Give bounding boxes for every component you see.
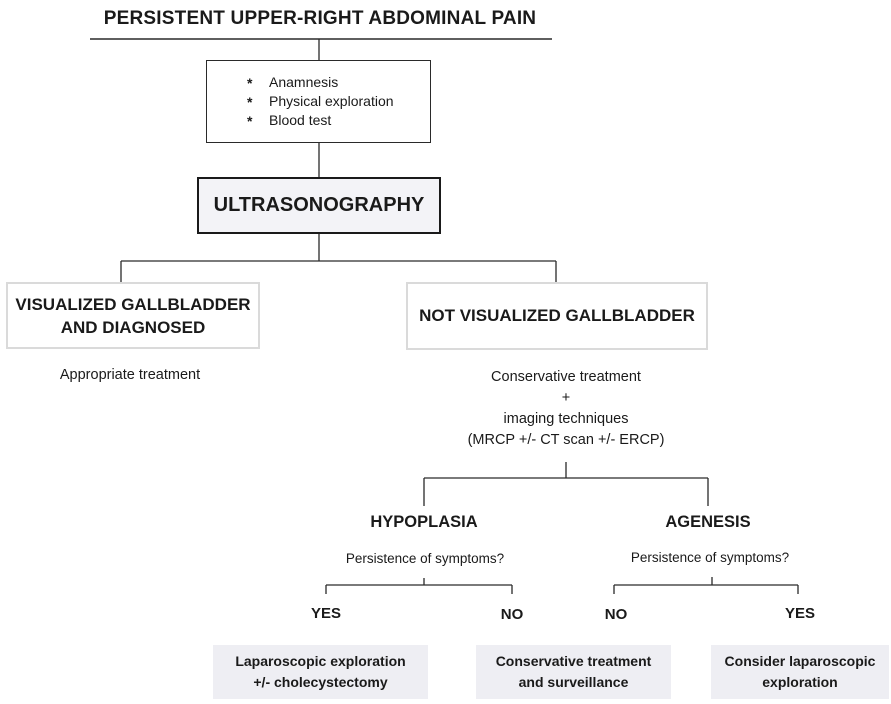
list-item: * Anamnesis: [247, 73, 430, 92]
not-visualized-gallbladder-box: NOT VISUALIZED GALLBLADDER: [406, 282, 708, 350]
outcome-line: Laparoscopic exploration: [235, 653, 406, 669]
item-blood-test: Blood test: [269, 112, 332, 128]
diagram-title: PERSISTENT UPPER-RIGHT ABDOMINAL PAIN: [103, 8, 537, 29]
visualized-gallbladder-box: VISUALIZED GALLBLADDER AND DIAGNOSED: [6, 282, 260, 349]
ultrasonography-box: ULTRASONOGRAPHY: [197, 177, 441, 234]
laparoscopic-cholecystectomy-box: Laparoscopic exploration +/- cholecystec…: [213, 645, 428, 699]
consider-laparoscopic-box: Consider laparoscopic exploration: [711, 645, 889, 699]
hypoplasia-yes-label: YES: [310, 605, 341, 622]
outcome-line: Consider laparoscopic: [724, 653, 876, 669]
agenesis-yes-label: YES: [784, 605, 815, 622]
hypoplasia-no-label: NO: [500, 606, 524, 623]
treatment-line-4: (MRCP +/- CT scan +/- ERCP): [467, 432, 665, 448]
initial-assessment-box: * Anamnesis * Physical exploration * Blo…: [206, 60, 431, 143]
conservative-surveillance-box: Conservative treatment and surveillance: [476, 645, 671, 699]
list-item: * Physical exploration: [247, 92, 430, 111]
outcome-line: Conservative treatment: [495, 653, 652, 669]
initial-assessment-list: * Anamnesis * Physical exploration * Blo…: [207, 61, 430, 130]
bullet-asterisk: *: [247, 113, 253, 129]
visualized-label-line2: AND DIAGNOSED: [60, 317, 206, 337]
agenesis-no-label: NO: [604, 606, 628, 623]
hypoplasia-label: HYPOPLASIA: [370, 513, 478, 531]
visualized-label-line1: VISUALIZED GALLBLADDER: [15, 294, 251, 314]
list-item: * Blood test: [247, 111, 430, 130]
item-anamnesis: Anamnesis: [269, 74, 339, 90]
bullet-asterisk: *: [247, 75, 253, 91]
bullet-asterisk: *: [247, 94, 253, 110]
not-visualized-treatment: Conservative treatment + imaging techniq…: [416, 367, 716, 451]
treatment-line-1: Conservative treatment: [491, 369, 641, 385]
outcome-line: and surveillance: [518, 674, 629, 690]
appropriate-treatment-text: Appropriate treatment: [59, 367, 201, 383]
hypoplasia-question: Persistence of symptoms?: [345, 551, 505, 566]
agenesis-question: Persistence of symptoms?: [630, 550, 790, 565]
treatment-line-3: imaging techniques: [503, 411, 629, 427]
outcome-line: +/- cholecystectomy: [253, 674, 388, 690]
agenesis-label: AGENESIS: [665, 513, 751, 531]
item-physical-exploration: Physical exploration: [269, 93, 394, 109]
treatment-line-2: +: [561, 390, 571, 406]
outcome-line: exploration: [762, 674, 838, 690]
